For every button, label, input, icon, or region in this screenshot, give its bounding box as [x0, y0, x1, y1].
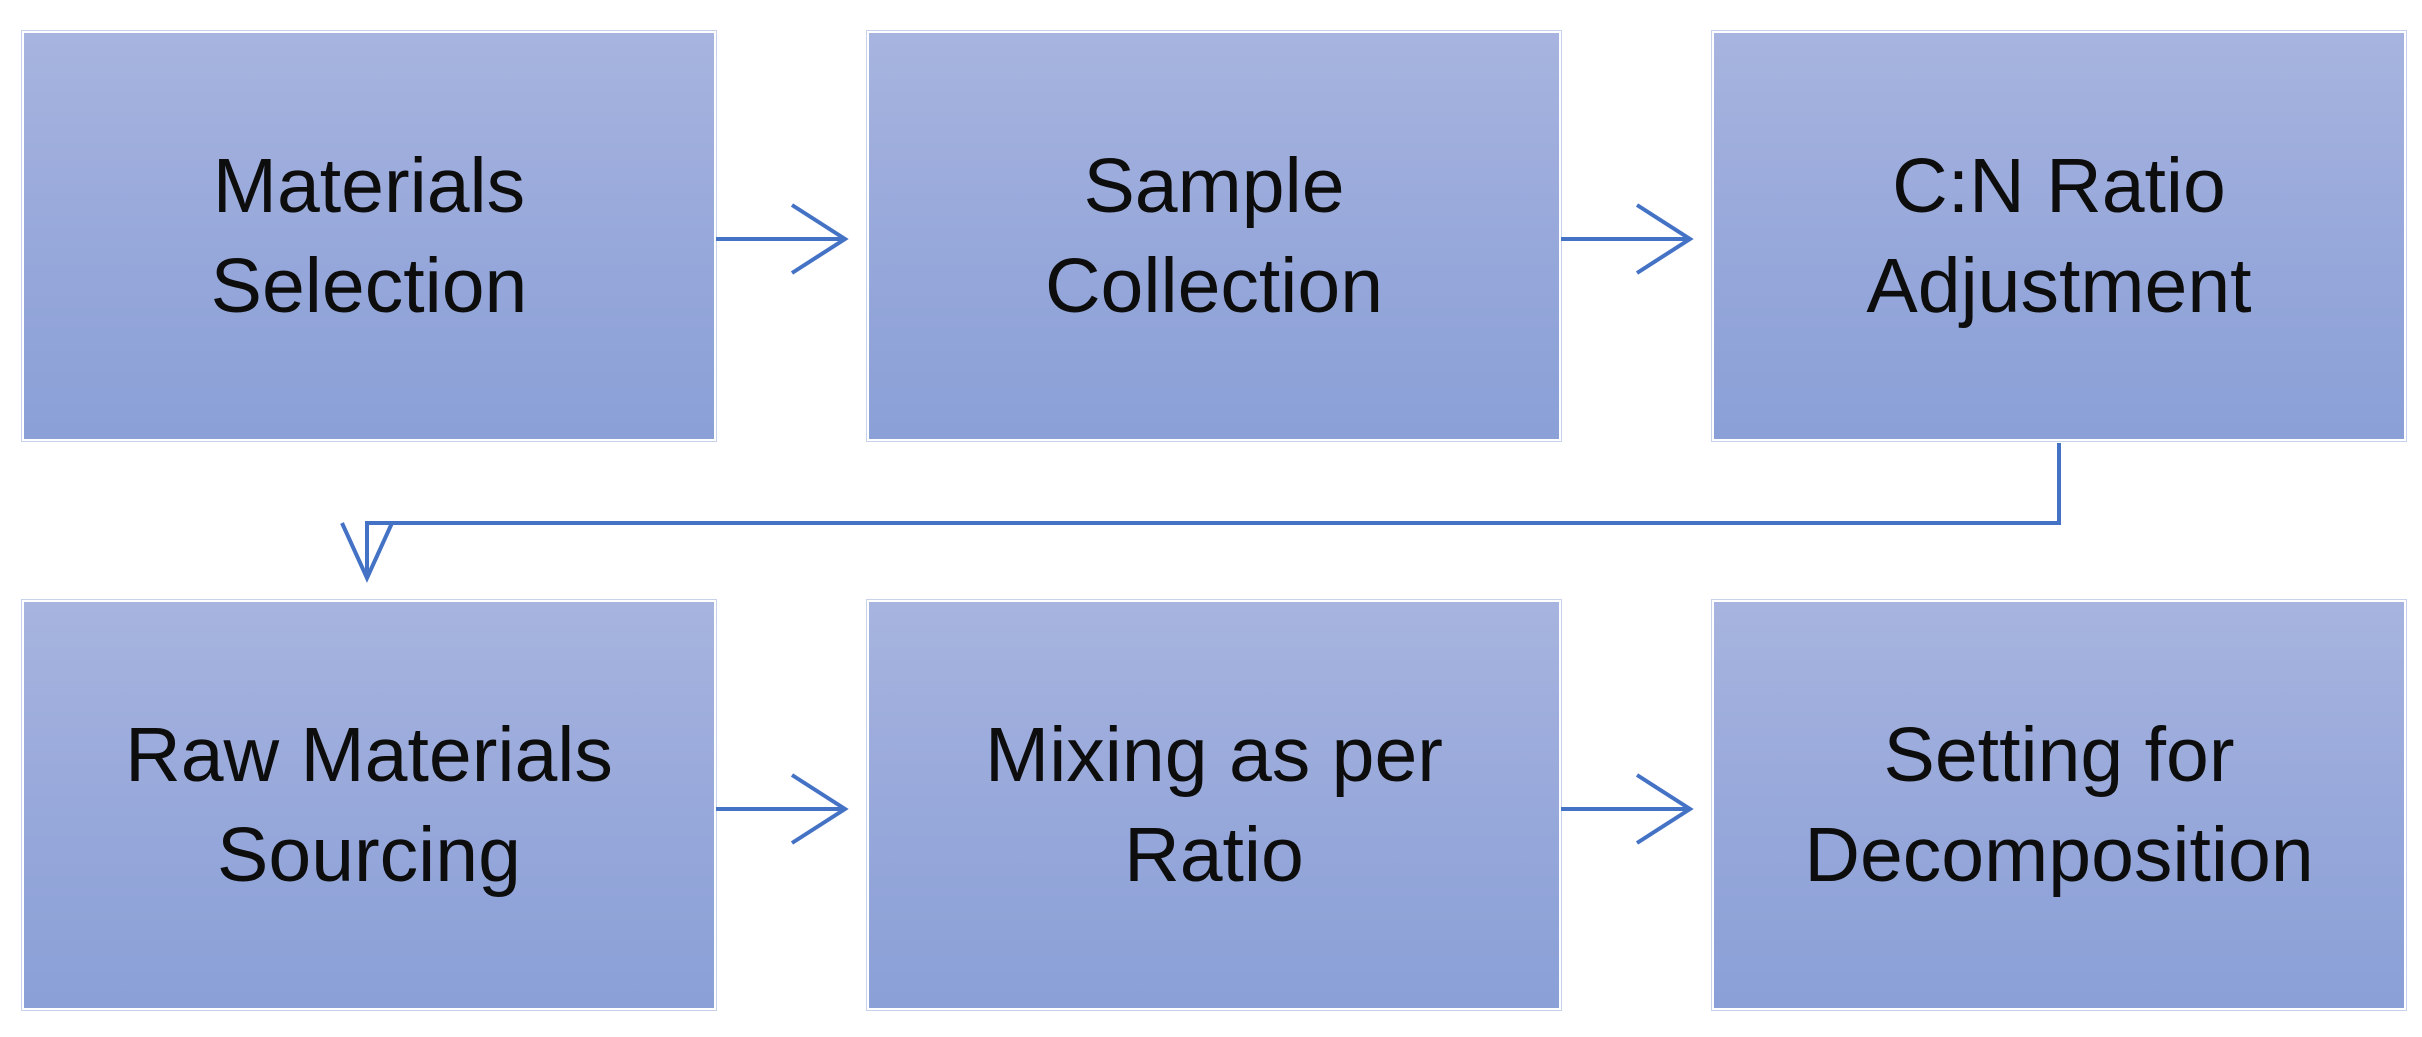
arrow-selection-to-collection [716, 203, 849, 275]
arrow-mixing-to-setting [1561, 773, 1694, 845]
arrow-collection-to-ratio [1561, 203, 1694, 275]
arrow-ratio-to-sourcing [340, 443, 2061, 583]
step-materials-selection: Materials Selection [22, 31, 716, 441]
step-label: C:N Ratio Adjustment [1866, 143, 2252, 329]
arrow-sourcing-to-mixing [716, 773, 849, 845]
step-label: Materials Selection [210, 143, 528, 329]
step-label: Sample Collection [1044, 143, 1384, 329]
step-label: Setting for Decomposition [1804, 712, 2314, 898]
step-raw-materials-sourcing: Raw Materials Sourcing [22, 600, 716, 1010]
step-label: Mixing as per Ratio [985, 712, 1443, 898]
step-label: Raw Materials Sourcing [125, 712, 613, 898]
step-mixing-as-per-ratio: Mixing as per Ratio [867, 600, 1561, 1010]
step-cn-ratio-adjustment: C:N Ratio Adjustment [1712, 31, 2406, 441]
step-sample-collection: Sample Collection [867, 31, 1561, 441]
step-setting-for-decomposition: Setting for Decomposition [1712, 600, 2406, 1010]
